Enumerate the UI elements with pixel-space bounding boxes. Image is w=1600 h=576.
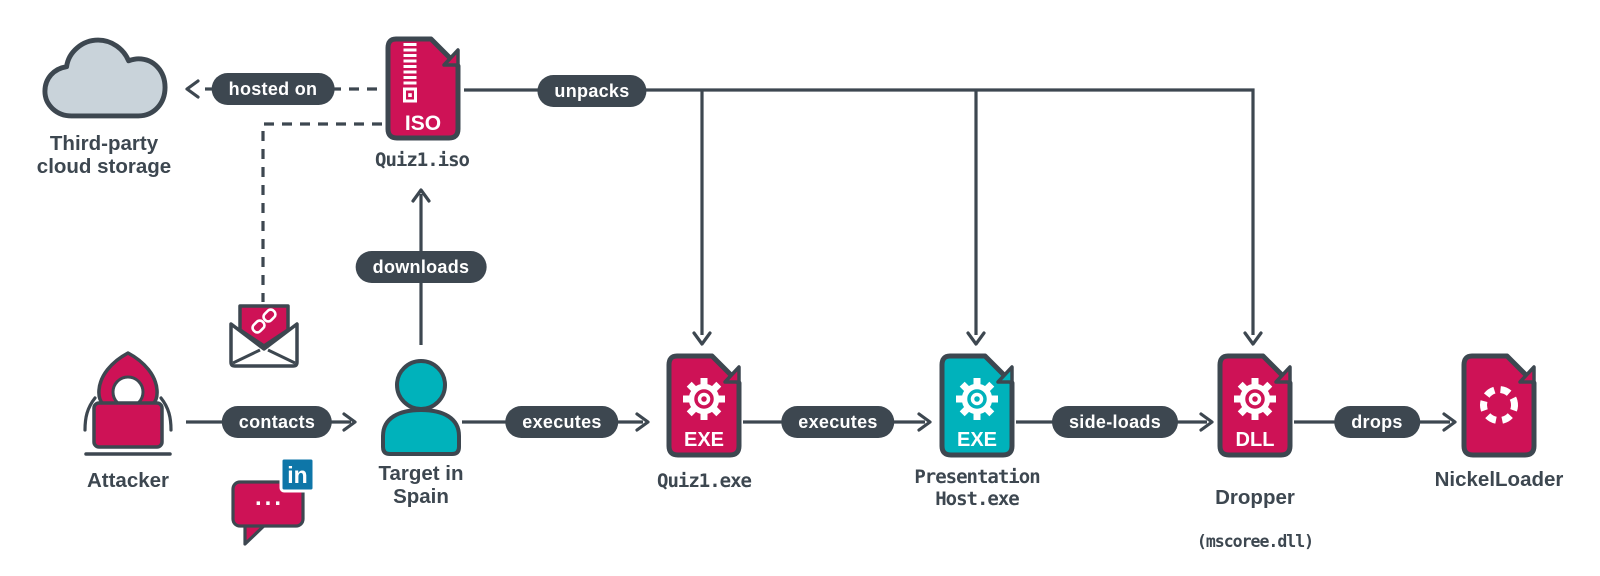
quiz-exe-file-icon: EXE xyxy=(666,353,742,458)
arrowhead-down-presentation xyxy=(966,331,986,346)
chat-bubble-icon xyxy=(231,480,305,528)
attacker-label: Attacker xyxy=(86,469,170,492)
iso-badge: ISO xyxy=(405,112,441,135)
exe-badge: EXE xyxy=(684,429,724,451)
edge-label-contacts: contacts xyxy=(221,406,333,438)
dropper-dll-file-icon: DLL xyxy=(1217,353,1293,458)
cloud-shape xyxy=(42,37,168,119)
person-head xyxy=(395,359,447,411)
dll-badge: DLL xyxy=(1236,429,1275,451)
target-person-icon xyxy=(381,359,461,456)
fold-corner xyxy=(723,365,741,384)
chat-dots: ... xyxy=(255,484,284,511)
nickelloader-file-icon xyxy=(1461,353,1537,458)
fold-corner xyxy=(442,48,460,67)
file-body xyxy=(1217,353,1293,458)
gear-icon xyxy=(956,378,998,420)
dropper-filename: (mscoree.dll) xyxy=(1196,531,1314,551)
fold-corner xyxy=(996,365,1014,384)
cloud-icon xyxy=(42,37,168,119)
file-body xyxy=(385,36,461,141)
dropper-label: Dropper (mscoree.dll) xyxy=(1196,464,1314,573)
edge-label-hosted-on: hosted on xyxy=(211,73,335,105)
quiz-exe-filename-label: Quiz1.exe xyxy=(657,470,752,492)
attacker-arm-left xyxy=(83,396,97,432)
arrowhead-right-dropper xyxy=(1199,412,1214,432)
arrowhead-left-cloud xyxy=(185,79,200,99)
exe-badge: EXE xyxy=(957,429,997,451)
edge-label-drops: drops xyxy=(1334,406,1420,438)
edge-email-iso-dash xyxy=(261,122,382,302)
arrowhead-right-target xyxy=(342,412,357,432)
edge-label-downloads: downloads xyxy=(355,251,487,283)
gear-icon xyxy=(683,378,725,420)
target-label: Target in Spain xyxy=(378,462,464,508)
arrowhead-right-nickel xyxy=(1442,412,1457,432)
zipper-icon xyxy=(403,43,417,103)
attacker-arm-right xyxy=(159,396,173,432)
edge-unpacks-line xyxy=(464,88,1255,335)
edge-label-executes-2: executes xyxy=(781,406,895,438)
link-icon xyxy=(251,308,277,334)
edge-label-unpacks: unpacks xyxy=(537,75,647,107)
arrowhead-down-quiz xyxy=(692,331,712,346)
fold-corner xyxy=(1518,365,1536,384)
fold-corner xyxy=(1274,365,1292,384)
envelope-creases xyxy=(232,348,296,365)
iso-file-icon: ISO xyxy=(385,36,461,141)
cloud-label: Third-party cloud storage xyxy=(36,132,172,178)
gear-icon xyxy=(1234,378,1276,420)
attacker-icon xyxy=(83,351,173,456)
iso-filename-label: Quiz1.iso xyxy=(375,149,470,171)
presentation-host-filename-label: Presentation Host.exe xyxy=(914,466,1040,511)
arrowhead-down-dropper xyxy=(1243,331,1263,346)
attacker-laptop xyxy=(92,401,164,449)
edge-label-side-loads: side-loads xyxy=(1051,406,1179,438)
dropper-name: Dropper xyxy=(1215,485,1295,509)
file-body xyxy=(1461,353,1537,458)
presentation-host-file-icon: EXE xyxy=(939,353,1015,458)
linkedin-in-label: in xyxy=(287,462,307,488)
email-link-icon xyxy=(229,304,299,368)
edge-label-executes-1: executes xyxy=(505,406,619,438)
arrowhead-up-iso xyxy=(411,188,431,203)
file-body xyxy=(939,353,1015,458)
person-body xyxy=(381,408,461,456)
file-body xyxy=(666,353,742,458)
loader-spinner-icon xyxy=(1480,386,1518,424)
arrowhead-right-quizexe xyxy=(635,412,650,432)
nickelloader-label: NickelLoader xyxy=(1434,468,1564,491)
arrowhead-right-presentation xyxy=(917,412,932,432)
linkedin-icon xyxy=(279,456,316,493)
chat-linkedin-icon: ... in xyxy=(231,456,316,546)
